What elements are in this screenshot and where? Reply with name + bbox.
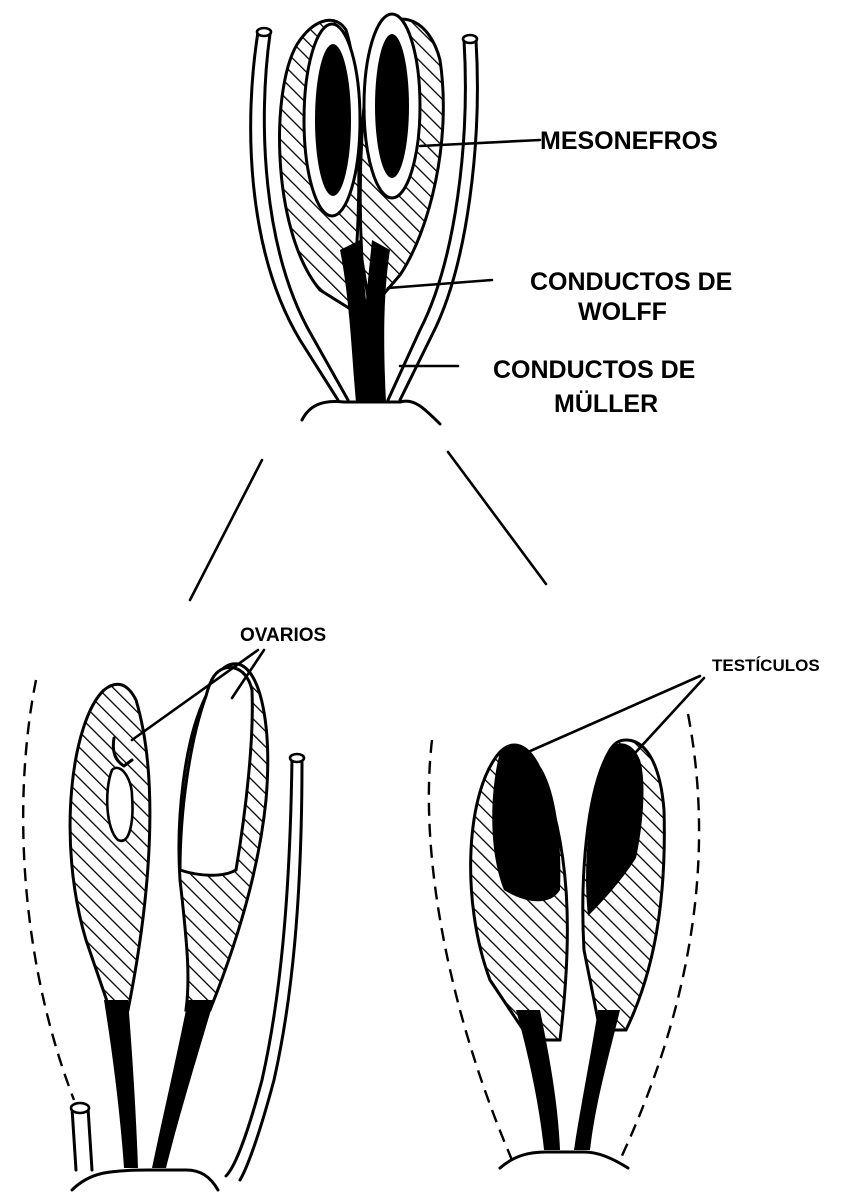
label-muller-line1: CONDUCTOS DE xyxy=(493,356,695,384)
male-stem-right xyxy=(574,1010,620,1150)
female-base xyxy=(72,1170,218,1190)
male-base xyxy=(500,1152,628,1168)
female-stem-left xyxy=(104,1000,138,1168)
female-stage-figure xyxy=(23,664,304,1190)
branch-line-female xyxy=(190,460,262,600)
female-stem-right xyxy=(152,1000,214,1168)
label-wolff-line2: WOLFF xyxy=(578,298,667,326)
base-tissue xyxy=(302,401,440,424)
female-mullerian-stub xyxy=(71,1103,92,1170)
testiculos-leader-left xyxy=(528,676,700,752)
testis-left xyxy=(492,745,560,901)
label-testiculos: TESTÍCULOS xyxy=(712,656,820,675)
branch-line-male xyxy=(448,452,546,584)
label-wolff-line1: CONDUCTOS DE xyxy=(530,268,732,296)
female-dashed-outline xyxy=(23,680,74,1100)
ovary-left xyxy=(107,768,132,841)
label-ovarios: OVARIOS xyxy=(240,625,326,646)
label-mesonefros: MESONEFROS xyxy=(540,127,718,155)
female-mesonephros-left xyxy=(70,684,150,1010)
male-stage-figure xyxy=(429,714,699,1168)
indifferent-stage-figure xyxy=(251,14,478,424)
label-muller-line2: MÜLLER xyxy=(554,389,658,418)
